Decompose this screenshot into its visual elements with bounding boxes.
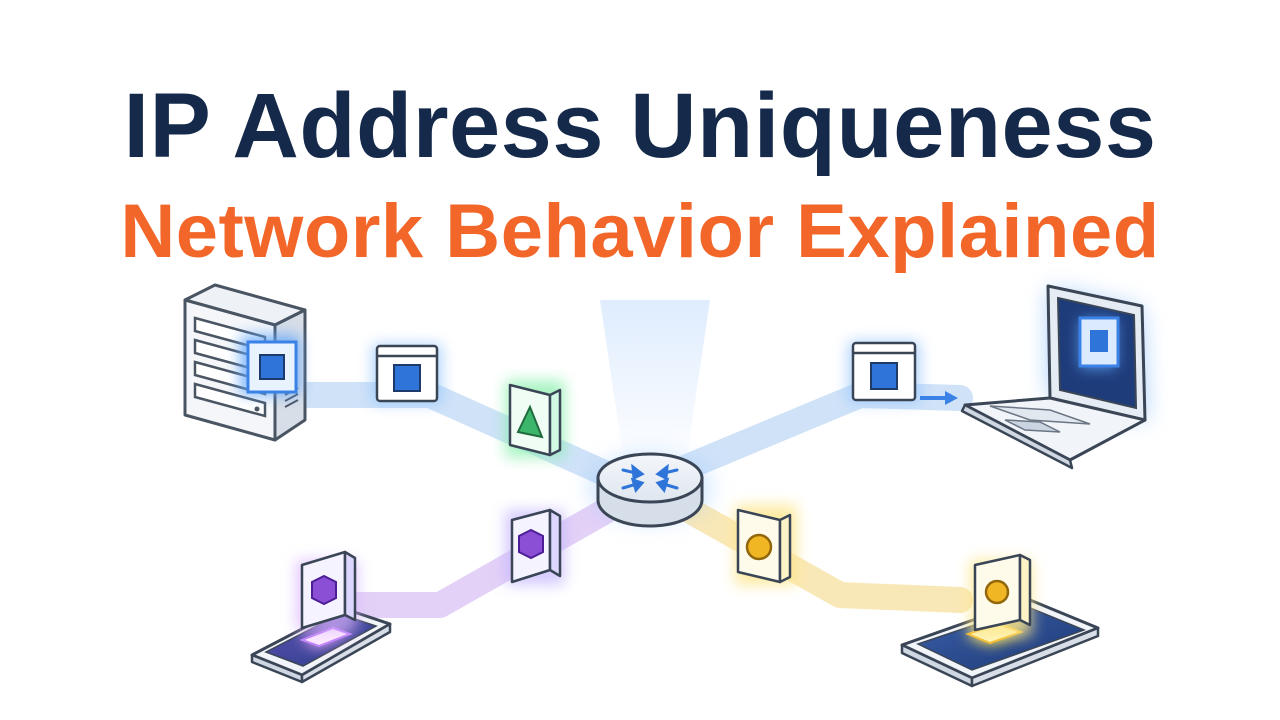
path-router-laptop: [667, 382, 973, 483]
path-server-router: [287, 382, 633, 493]
router-light-beam: [600, 300, 710, 470]
yellow-circle-packet-icon: [735, 505, 797, 585]
path-router-tablet: [667, 492, 973, 613]
path-phone-router: [337, 487, 638, 618]
purple-hexagon-packet-icon: [505, 508, 565, 585]
page-subtitle: Network Behavior Explained: [120, 189, 1160, 274]
green-triangle-packet-icon: [505, 380, 565, 458]
blue-packet-icon: [372, 344, 442, 404]
server-icon: [183, 283, 307, 442]
smartphone-icon: [250, 550, 392, 684]
blue-packet-icon-2: [848, 341, 920, 403]
arrow-right-icon: [920, 391, 958, 405]
page-title: IP Address Uniqueness: [123, 75, 1157, 177]
tablet-icon: [900, 553, 1100, 688]
laptop-icon: [960, 284, 1147, 470]
router-icon: [590, 452, 710, 528]
